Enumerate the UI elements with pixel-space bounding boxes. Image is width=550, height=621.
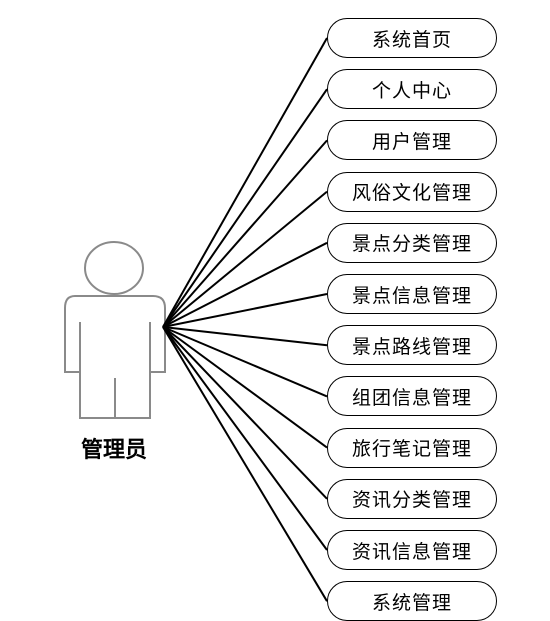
use-case-box: 风俗文化管理 [327,171,497,212]
association-line [162,326,328,398]
use-case-box: 个人中心 [327,69,497,110]
association-line [162,326,328,449]
use-case-box: 资讯信息管理 [327,530,497,570]
use-case-box: 景点分类管理 [327,222,497,263]
association-line [162,326,328,551]
actor-label: 管理员 [80,438,147,463]
association-line [162,190,328,328]
association-line [162,293,328,328]
use-case-box: 景点信息管理 [327,274,497,314]
association-line [162,241,328,328]
use-case-box: 资讯分类管理 [327,478,497,519]
use-case-box: 系统管理 [327,581,497,621]
association-line [162,88,328,328]
person-icon [64,241,166,419]
association-line [162,37,328,328]
association-line [162,326,328,602]
use-case-box: 用户管理 [327,120,497,161]
association-line [162,326,328,500]
use-case-box: 景点路线管理 [327,325,497,366]
association-line [162,326,328,347]
use-case-box: 组团信息管理 [327,376,497,417]
use-case-box: 系统首页 [327,18,497,58]
association-line [162,139,328,328]
use-case-box: 旅行笔记管理 [327,427,497,468]
association-lines [162,37,328,602]
